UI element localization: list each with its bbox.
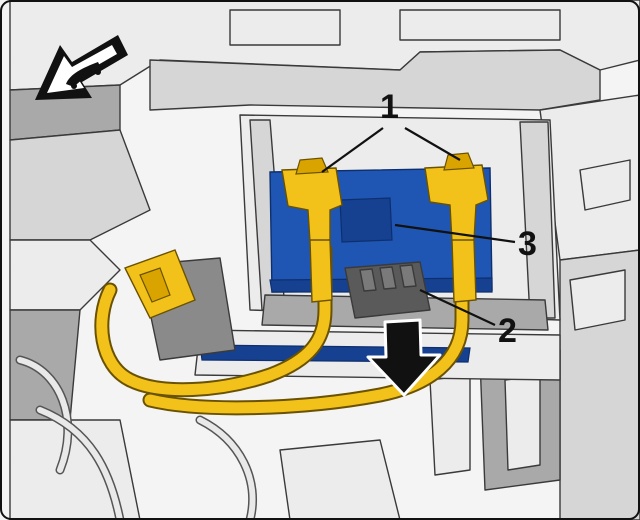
cable-bundle: [15, 355, 401, 520]
upper-housing: [9, 0, 640, 141]
airbag-connector-left: [281, 157, 343, 303]
airbag-connector-right: [424, 152, 489, 303]
callout-3: 3: [518, 225, 537, 263]
wiring-harness: [94, 232, 470, 416]
electrical-connector: [344, 261, 431, 319]
callout-leaders: [321, 127, 516, 326]
callout-2: 2: [498, 312, 517, 350]
right-housing: [429, 94, 640, 520]
harness-plug: [124, 249, 236, 361]
down-arrow-icon: [366, 318, 442, 397]
callout-1: 1: [380, 88, 399, 126]
vehicle-direction-arrow-icon: [35, 35, 128, 100]
